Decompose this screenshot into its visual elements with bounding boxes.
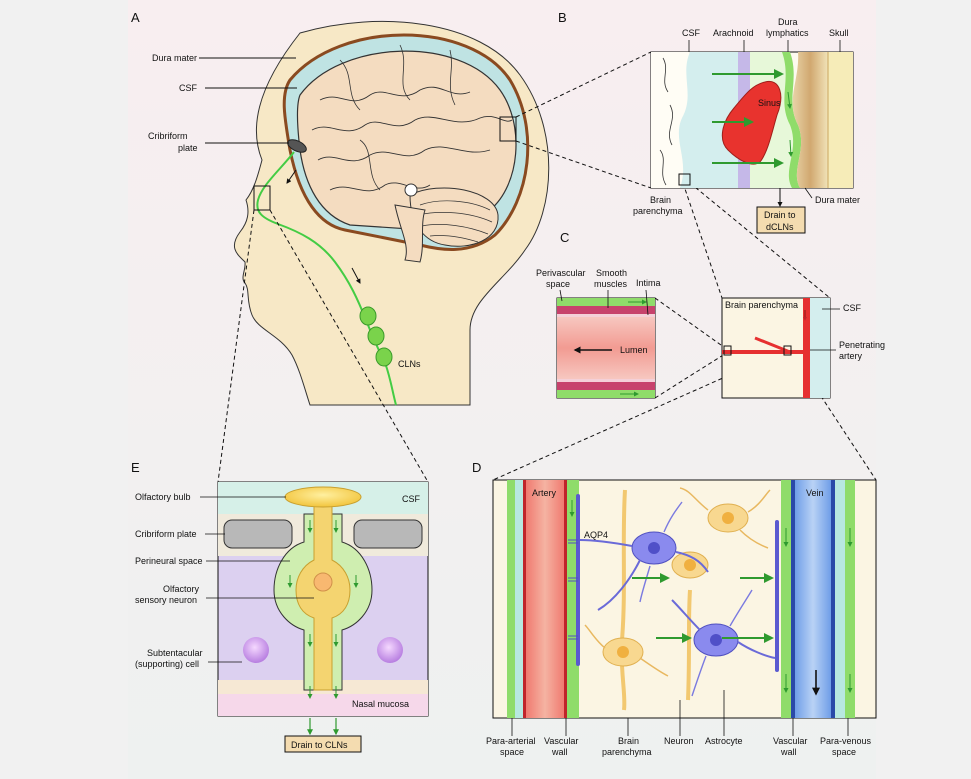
panel-b-meninges: B Sinus Drain to dCLNs CSF bbox=[558, 10, 860, 234]
label-dura-lymph-2: lymphatics bbox=[766, 28, 809, 38]
label-perineural: Perineural space bbox=[135, 556, 203, 566]
label-brain-b1: Brain bbox=[650, 195, 671, 205]
panel-d-letter: D bbox=[472, 460, 481, 475]
label-aqp4: AQP4 bbox=[584, 530, 608, 540]
label-vein: Vein bbox=[806, 488, 824, 498]
panel-c-letter: C bbox=[560, 230, 569, 245]
label-osn-1: Olfactory bbox=[163, 584, 200, 594]
label-astrocyte: Astrocyte bbox=[705, 736, 743, 746]
label-smooth-1: Smooth bbox=[596, 268, 627, 278]
label-brain-parenchyma-c: Brain parenchyma bbox=[725, 300, 798, 310]
label-drain-clns: Drain to CLNs bbox=[291, 740, 348, 750]
label-para-venous-2: space bbox=[832, 747, 856, 757]
label-olfactory-bulb: Olfactory bulb bbox=[135, 492, 191, 502]
label-dura-mater-b: Dura mater bbox=[815, 195, 860, 205]
label-sinus: Sinus bbox=[758, 98, 781, 108]
label-penetrating-1: Penetrating bbox=[839, 340, 885, 350]
panel-a-letter: A bbox=[131, 10, 140, 25]
label-cribriform-a1: Cribriform bbox=[148, 131, 188, 141]
label-nasal-mucosa: Nasal mucosa bbox=[352, 699, 409, 709]
panel-b-letter: B bbox=[558, 10, 567, 25]
panel-c-vessel: C Lumen Perivascular space Smooth muscle… bbox=[536, 230, 885, 399]
label-drain-dclns-2: dCLNs bbox=[766, 222, 794, 232]
label-sub-2: (supporting) cell bbox=[135, 659, 199, 669]
label-brain-b2: parenchyma bbox=[633, 206, 683, 216]
label-dura-mater: Dura mater bbox=[152, 53, 197, 63]
label-perivascular-2: space bbox=[546, 279, 570, 289]
label-arachnoid: Arachnoid bbox=[713, 28, 754, 38]
panel-e-olfactory: E Drain to CLNs C bbox=[131, 460, 429, 753]
label-cribriform-a2: plate bbox=[178, 143, 198, 153]
label-vascular-wall-r1: Vascular bbox=[773, 736, 807, 746]
label-skull: Skull bbox=[829, 28, 849, 38]
label-vascular-wall-l2: wall bbox=[551, 747, 568, 757]
label-dura-lymph-1: Dura bbox=[778, 17, 798, 27]
label-lumen: Lumen bbox=[620, 345, 648, 355]
label-drain-dclns-1: Drain to bbox=[764, 210, 796, 220]
label-sub-1: Subtentacular bbox=[147, 648, 203, 658]
label-intima: Intima bbox=[636, 278, 661, 288]
label-brain-d1: Brain bbox=[618, 736, 639, 746]
label-vascular-wall-l1: Vascular bbox=[544, 736, 578, 746]
label-penetrating-2: artery bbox=[839, 351, 863, 361]
label-vascular-wall-r2: wall bbox=[780, 747, 797, 757]
panel-d-glymphatic: D Vein Artery bbox=[472, 460, 877, 757]
panel-e-letter: E bbox=[131, 460, 140, 475]
label-neuron: Neuron bbox=[664, 736, 694, 746]
label-perivascular-1: Perivascular bbox=[536, 268, 586, 278]
label-para-venous-1: Para-venous bbox=[820, 736, 872, 746]
label-brain-d2: parenchyma bbox=[602, 747, 652, 757]
panel-a-head: A Dura mater CSF bbox=[131, 10, 550, 406]
label-osn-2: sensory neuron bbox=[135, 595, 197, 605]
label-cribriform-e: Cribriform plate bbox=[135, 529, 197, 539]
label-para-arterial-1: Para-arterial bbox=[486, 736, 536, 746]
label-csf-e: CSF bbox=[402, 494, 421, 504]
label-csf-b: CSF bbox=[682, 28, 701, 38]
label-para-arterial-2: space bbox=[500, 747, 524, 757]
label-csf-c: CSF bbox=[843, 303, 862, 313]
label-smooth-2: muscles bbox=[594, 279, 628, 289]
label-csf-a: CSF bbox=[179, 83, 198, 93]
label-artery: Artery bbox=[532, 488, 557, 498]
label-clns: CLNs bbox=[398, 359, 421, 369]
